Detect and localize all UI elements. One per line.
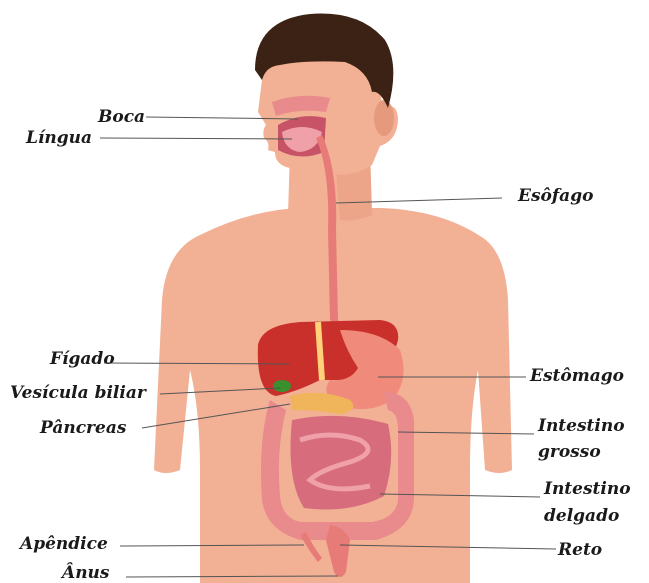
label-boca: Boca [98, 107, 145, 127]
label-reto: Reto [558, 540, 602, 560]
label-intestino-delgado-line2: delgado [544, 506, 619, 526]
label-vesicula: Vesícula biliar [10, 383, 146, 403]
label-estomago: Estômago [530, 366, 624, 386]
label-intestino-grosso-line2: grosso [538, 442, 601, 462]
label-intestino-grosso-line1: Intestino [538, 416, 625, 436]
label-intestino-delgado-line1: Intestino [544, 479, 631, 499]
label-lingua: Língua [26, 128, 92, 148]
ear [374, 100, 394, 136]
label-pancreas: Pâncreas [40, 418, 126, 438]
label-esofago: Esôfago [518, 186, 593, 206]
gallbladder [273, 380, 291, 392]
label-apendice: Apêndice [20, 534, 108, 554]
label-figado: Fígado [50, 349, 115, 369]
label-anus: Ânus [62, 563, 109, 583]
